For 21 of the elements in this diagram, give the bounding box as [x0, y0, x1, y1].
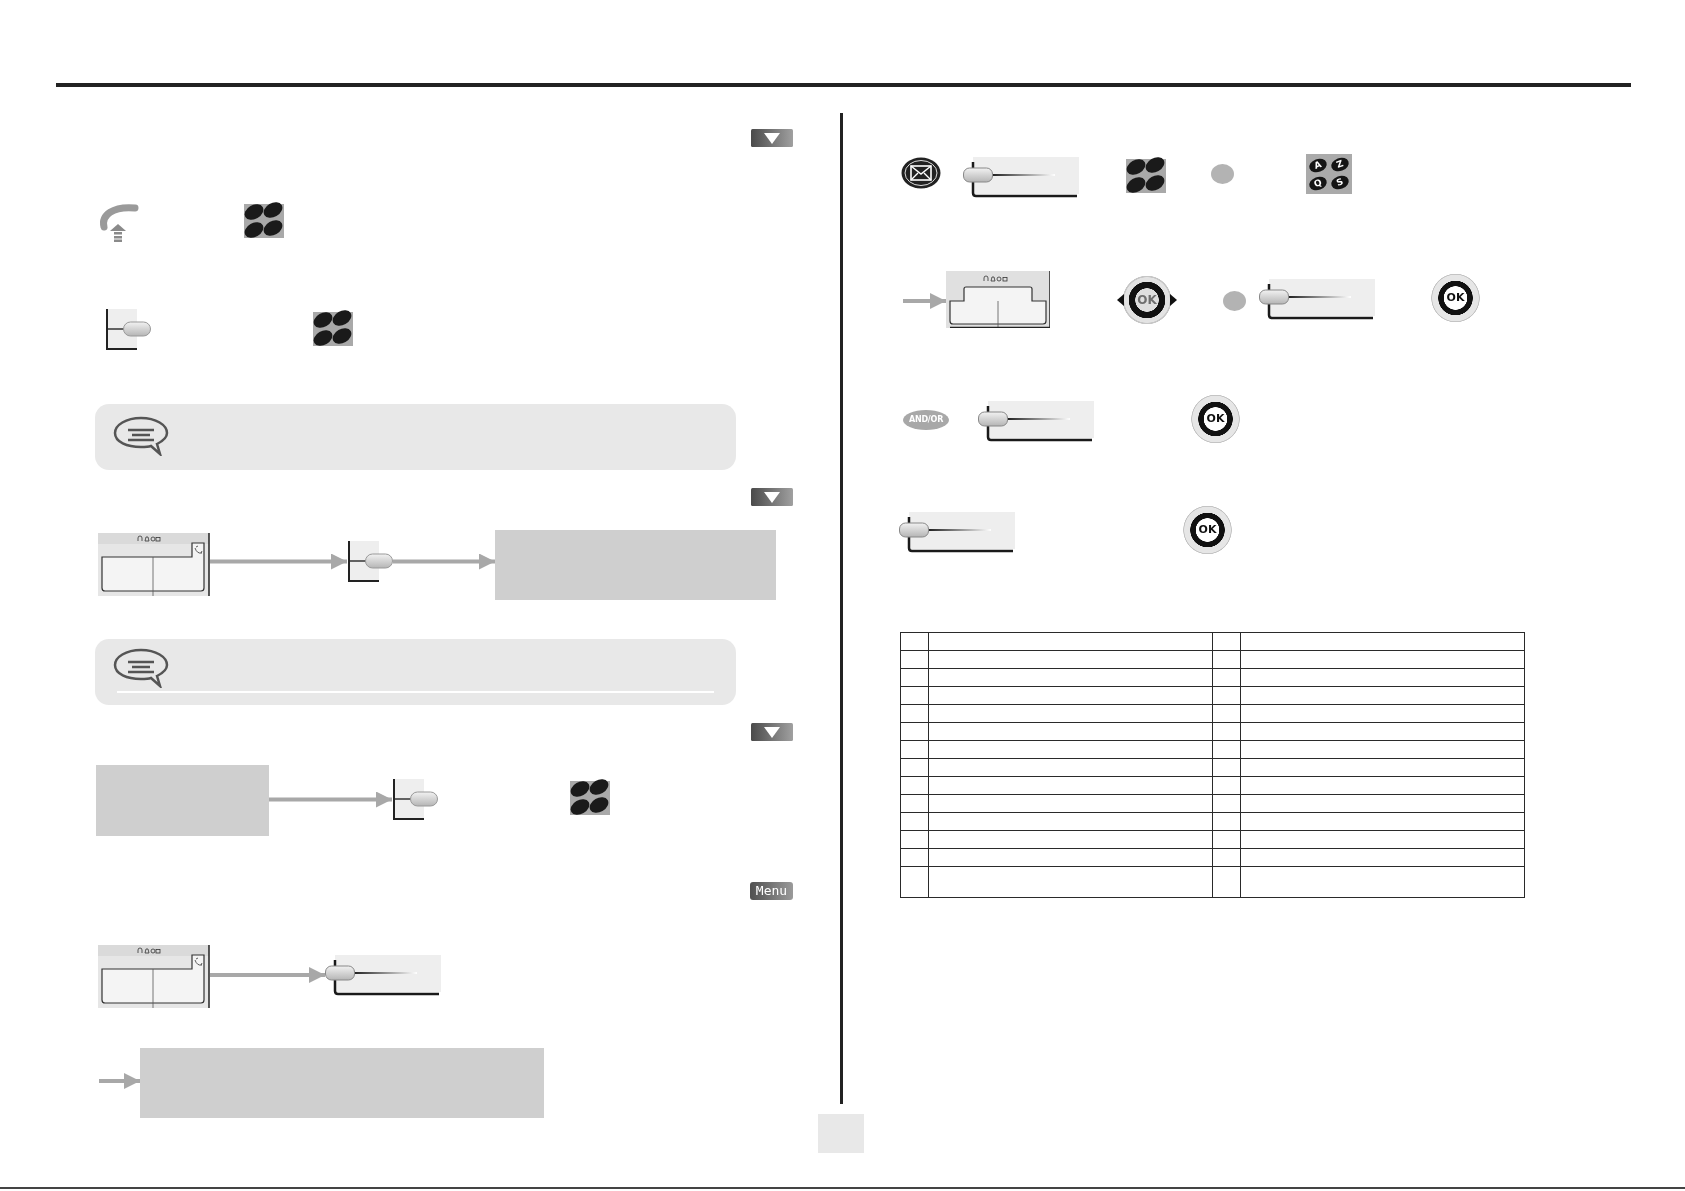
- arrow: [210, 553, 347, 570]
- softkey-icon: [347, 541, 393, 582]
- softkey-icon: [392, 779, 438, 820]
- display-screen-drawing: [946, 271, 1050, 328]
- and-or-key: AND/OR: [903, 410, 949, 430]
- arrow: [210, 967, 325, 983]
- arrow: [903, 293, 946, 309]
- shaded-panel: [495, 530, 776, 600]
- display-screen-drawing: [98, 945, 210, 1008]
- ok-key: OK: [1191, 395, 1240, 443]
- shaded-panel: [140, 1048, 544, 1118]
- arrow: [99, 1073, 140, 1089]
- display-screen-drawing: [98, 533, 210, 596]
- softkey-line-icon: [325, 954, 441, 996]
- navigation-key: OK: [1117, 275, 1177, 325]
- menu-key: Menu: [750, 882, 793, 900]
- ok-key: OK: [1431, 274, 1480, 322]
- arrow: [269, 791, 392, 808]
- shaded-panel: [96, 765, 269, 836]
- ok-key: OK: [1183, 506, 1232, 554]
- arrow: [393, 553, 495, 570]
